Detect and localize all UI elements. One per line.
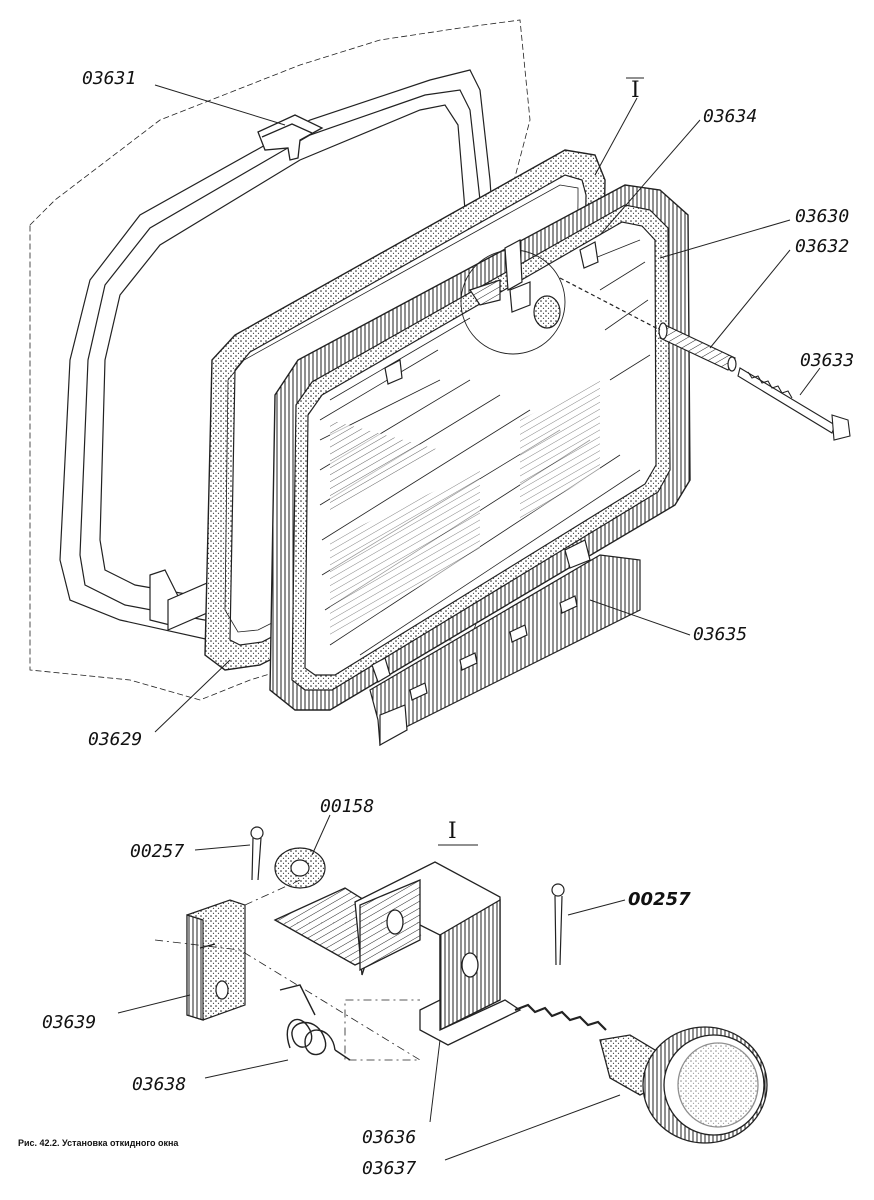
- glass-03630: [319, 239, 651, 656]
- clip-03631: [257, 114, 324, 161]
- label-03630: 03630: [795, 206, 849, 227]
- bracket-03636: [273, 861, 522, 1046]
- label-03638: 03638: [132, 1074, 186, 1095]
- figure-caption: Рис. 42.2. Установка откидного окна: [18, 1138, 179, 1148]
- assembly-centerlines: [154, 879, 422, 1061]
- spring-03638: [279, 984, 351, 1061]
- label-00257-right: 00257: [628, 889, 691, 910]
- hinge-rail-03635: [369, 554, 641, 747]
- label-03633: 03633: [800, 350, 854, 371]
- cotter-pin-right: [551, 883, 565, 966]
- label-03632: 03632: [795, 236, 849, 257]
- leader-lines: [117, 84, 821, 1161]
- latch-top-detail: [460, 239, 566, 355]
- knob-03637: [514, 1003, 768, 1144]
- plate-03639: [186, 899, 246, 1021]
- frame-clips: [371, 241, 599, 683]
- label-03637: 03637: [362, 1158, 416, 1179]
- label-03639: 03639: [42, 1012, 96, 1033]
- cotter-pin-left: [250, 826, 264, 881]
- label-03634: 03634: [703, 106, 757, 127]
- label-03629: 03629: [88, 729, 142, 750]
- label-00257-left: 00257: [130, 841, 184, 862]
- washer-00158: [274, 847, 326, 889]
- rod-03632: [559, 277, 737, 372]
- screw-03633: [737, 367, 851, 441]
- label-03635: 03635: [693, 624, 747, 645]
- label-section-i-top: I: [631, 78, 640, 103]
- label-00158: 00158: [320, 796, 374, 817]
- label-03636: 03636: [362, 1127, 416, 1148]
- label-section-i-bottom: I: [448, 819, 457, 844]
- label-03631: 03631: [82, 68, 136, 89]
